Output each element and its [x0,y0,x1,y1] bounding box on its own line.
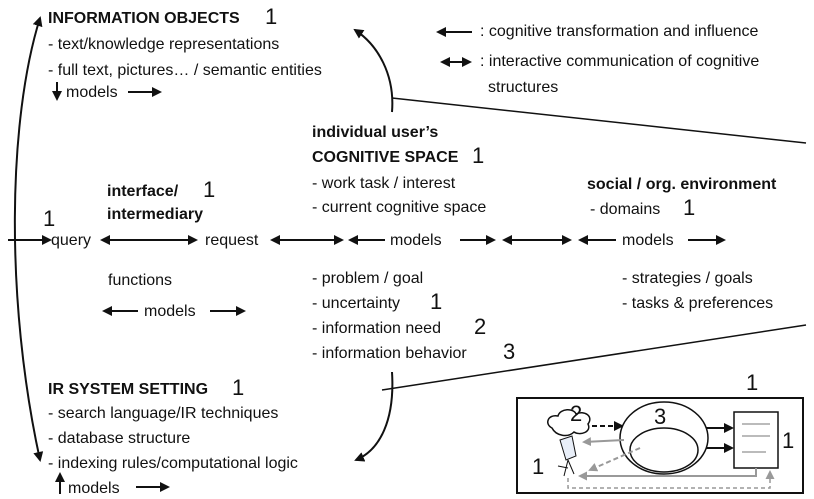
cognitive-item: - information behavior [312,345,467,362]
social-title: social / org. environment [587,176,777,193]
cognitive-item: - current cognitive space [312,199,487,216]
cognitive-space-title-1: individual user’s [312,124,439,141]
perspective-line-bottom [381,324,807,391]
cognitive-item: - information need [312,320,441,337]
query-number: 1 [43,206,56,231]
to-info-objects-arrow [353,28,394,113]
legend-interactive-text-2: structures [488,79,559,96]
interface-title-2: intermediary [107,206,204,223]
query-label: query [51,232,92,249]
interface-models: models [144,303,196,320]
legend-interactive-text: : interactive communication of cognitive [480,53,760,70]
ir-system-models: models [68,480,120,497]
inset-feedback-dashed [567,470,775,489]
ir-system-item: - indexing rules/computational logic [48,455,298,472]
inset-inner-circle [629,427,699,473]
cognitive-item: - problem / goal [312,270,424,287]
ir-system-number: 1 [232,375,245,400]
cognitive-models: models [390,232,442,249]
inset-number-top: 1 [746,370,759,395]
social-item: - strategies / goals [622,270,753,287]
inset-person [559,435,577,461]
inset-document-box [733,411,779,469]
inset-number-right: 1 [782,428,795,453]
cognitive-item: - uncertainty [312,295,401,312]
info-objects-title: INFORMATION OBJECTS [48,10,240,27]
cognitive-item: - work task / interest [312,175,456,192]
social-item: - domains [590,201,661,218]
inset-number-cloud: 2 [570,401,583,426]
perspective-line-top [391,97,807,144]
information-behavior-number: 3 [503,339,516,364]
social-models: models [622,232,674,249]
ir-system-item: - search language/IR techniques [48,405,279,422]
cognitive-space-title-2: COGNITIVE SPACE [312,149,459,166]
inset-cloud [547,409,591,437]
inset-number-left: 1 [532,454,545,479]
legend-transform-text: : cognitive transformation and influence [480,23,759,40]
to-ir-system-arrow [354,371,394,462]
information-need-number: 2 [474,314,487,339]
inset-box [516,397,804,494]
info-objects-models: models [66,84,118,101]
domains-number: 1 [683,195,696,220]
inset-number-circle: 3 [654,404,667,429]
info-objects-item: - text/knowledge representations [48,36,280,53]
left-curved-arrow [13,16,44,462]
ir-system-title: IR SYSTEM SETTING [48,381,209,398]
uncertainty-number: 1 [430,289,443,314]
functions-label: functions [108,272,173,289]
interface-title-1: interface/ [107,183,179,200]
cognitive-space-number: 1 [472,143,485,168]
inset-feedback-solid [578,468,757,481]
info-objects-number: 1 [265,4,278,29]
inset-gray-arrow-a [588,447,641,472]
info-objects-item: - full text, pictures… / semantic entiti… [48,62,322,79]
request-label: request [205,232,259,249]
ir-system-item: - database structure [48,430,191,447]
interface-number: 1 [203,177,216,202]
inset-figure [547,401,779,489]
inset-gray-arrow-b [582,437,625,447]
social-item: - tasks & preferences [622,295,774,312]
